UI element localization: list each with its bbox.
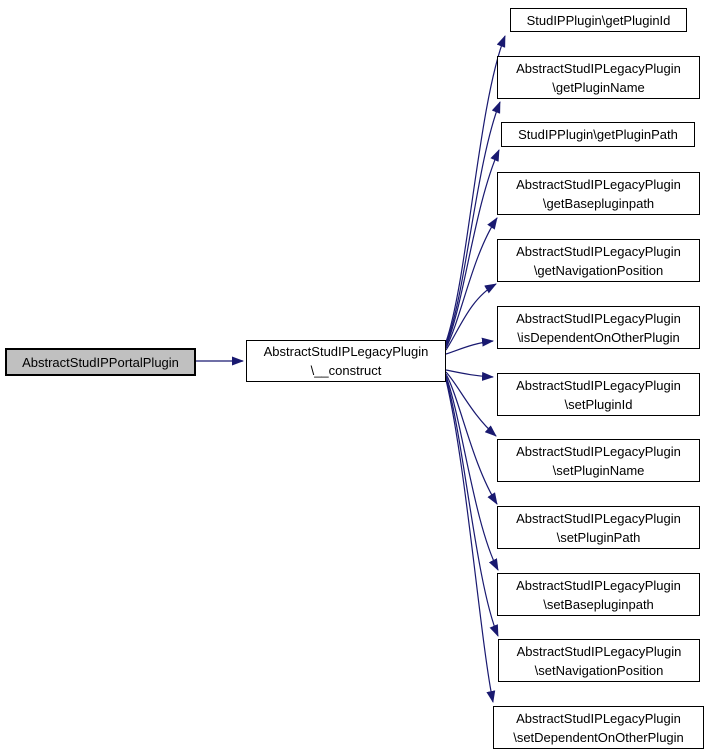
edge-construct-to-get-basepluginpath	[445, 217, 498, 349]
edge-construct-to-set-plugin-name	[445, 371, 497, 437]
node-construct[interactable]: AbstractStudIPLegacyPlugin \__construct	[246, 340, 446, 382]
node-set-navigation-position[interactable]: AbstractStudIPLegacyPlugin \setNavigatio…	[498, 639, 700, 682]
edge-construct-to-get-plugin-path	[445, 149, 500, 347]
node-set-plugin-id[interactable]: AbstractStudIPLegacyPlugin \setPluginId	[497, 373, 700, 416]
node-set-plugin-path[interactable]: AbstractStudIPLegacyPlugin \setPluginPat…	[497, 506, 700, 549]
edge-construct-to-set-navigation-position	[445, 377, 499, 637]
edge-construct-to-is-dependent-on-other-plugin	[445, 337, 494, 355]
edge-construct-to-get-plugin-id	[445, 35, 506, 343]
node-is-dependent-on-other-plugin[interactable]: AbstractStudIPLegacyPlugin \isDependentO…	[497, 306, 700, 349]
edge-construct-to-get-plugin-name	[445, 101, 501, 345]
edge-construct-to-set-dependent-on-other-plugin	[445, 379, 496, 703]
edge-construct-to-get-navigation-position	[445, 283, 497, 351]
edge-construct-to-set-basepluginpath	[445, 375, 499, 571]
node-get-navigation-position[interactable]: AbstractStudIPLegacyPlugin \getNavigatio…	[497, 239, 700, 282]
node-get-plugin-name[interactable]: AbstractStudIPLegacyPlugin \getPluginNam…	[497, 56, 700, 99]
edge-construct-to-set-plugin-path	[445, 373, 498, 505]
edge-construct-to-set-plugin-id	[445, 369, 494, 381]
node-set-basepluginpath[interactable]: AbstractStudIPLegacyPlugin \setBaseplugi…	[497, 573, 700, 616]
node-get-plugin-path[interactable]: StudIPPlugin\getPluginPath	[501, 122, 695, 147]
node-get-basepluginpath[interactable]: AbstractStudIPLegacyPlugin \getBaseplugi…	[497, 172, 700, 215]
node-set-dependent-on-other-plugin[interactable]: AbstractStudIPLegacyPlugin \setDependent…	[493, 706, 704, 749]
node-set-plugin-name[interactable]: AbstractStudIPLegacyPlugin \setPluginNam…	[497, 439, 700, 482]
node-abstract-stud-ip-portal-plugin[interactable]: AbstractStudIPPortalPlugin	[5, 348, 196, 376]
node-get-plugin-id[interactable]: StudIPPlugin\getPluginId	[510, 8, 687, 32]
